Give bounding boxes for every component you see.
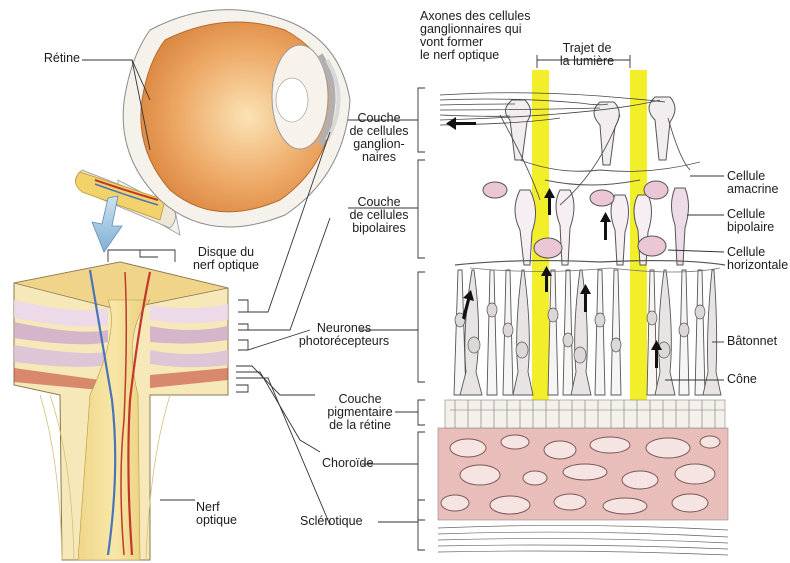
label-cellule-amacrine: Cellule amacrine [727,170,789,196]
label-nerf-optique: Nerf optique [196,501,256,527]
label-trajet-lumiere: Trajet de la lumière [547,42,627,68]
label-choroide: Choroïde [322,457,402,470]
label-couche-pigmentaire: Couche pigmentaire de la rétine [318,393,402,432]
label-retine: Rétine [22,52,80,65]
label-cellule-horizontale: Cellule horizontale [727,246,789,272]
ganglion-cells [505,97,675,165]
label-disque-nerf-optique: Disque du nerf optique [176,246,276,272]
horizontal-cell [638,236,666,256]
label-couche-bipolaires: Couche de cellules bipolaires [343,196,415,235]
amacrine-cell [644,181,668,199]
label-cellule-bipolaire: Cellule bipolaire [727,208,789,234]
label-couche-ganglionnaires: Couche de cellules ganglion- naires [343,112,415,164]
label-sclerotique: Sclérotique [300,515,380,528]
label-axones: Axones des cellules ganglionnaires qui v… [420,10,560,62]
label-cone: Cône [727,373,789,386]
sclera-layer [438,525,728,555]
retina-layers-illustration [438,70,728,555]
label-batonnet: Bâtonnet [727,335,789,348]
label-neurones-photorecepteurs: Neurones photorécepteurs [274,322,414,348]
